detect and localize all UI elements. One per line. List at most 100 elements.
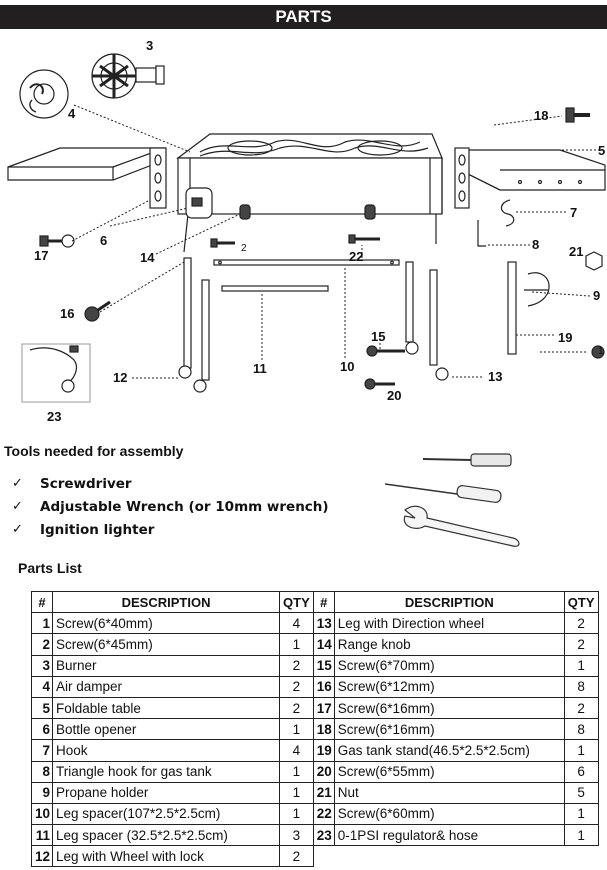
callout-19: 19 xyxy=(558,330,572,345)
air-damper xyxy=(19,69,69,119)
part-description: Triangle hook for gas tank xyxy=(52,760,281,783)
part-number: 16 xyxy=(312,675,335,698)
col-header-description: DESCRIPTION xyxy=(52,590,281,614)
part-number: 7 xyxy=(30,739,54,762)
check-icon: ✓ xyxy=(12,499,23,514)
wrench-icon xyxy=(403,505,520,547)
part-qty: 8 xyxy=(563,718,599,741)
screws xyxy=(39,107,605,390)
table-header-row: # DESCRIPTION QTY # DESCRIPTION QTY xyxy=(30,590,599,614)
part-number: 12 xyxy=(30,845,54,868)
tools-heading: Tools needed for assembly xyxy=(4,443,184,459)
parts-table: # DESCRIPTION QTY # DESCRIPTION QTY 1 Sc… xyxy=(30,590,599,868)
part-description: Hook xyxy=(52,739,281,762)
callout-18: 18 xyxy=(534,108,548,123)
tools-list: ✓ Screwdriver ✓ Adjustable Wrench (or 10mm… xyxy=(12,472,329,541)
part-number: 8 xyxy=(30,760,54,783)
table-row: 9 Propane holder 1 21 Nut 5 xyxy=(30,781,599,804)
tool-item: ✓Ignition lighter xyxy=(12,518,329,541)
col-header-qty: QTY xyxy=(563,590,599,614)
part-description: Screw(6*70mm) xyxy=(333,654,565,677)
part-qty: 1 xyxy=(563,824,599,847)
part-number: 10 xyxy=(30,802,54,826)
part-number: 15 xyxy=(312,654,335,677)
part-qty: 1 xyxy=(279,633,314,656)
part-number: 1 xyxy=(30,612,54,635)
callout-12: 12 xyxy=(113,370,127,385)
hook xyxy=(500,199,515,227)
callout-15: 15 xyxy=(371,329,385,344)
col-header-num: # xyxy=(312,590,335,614)
tool-item-label: Adjustable Wrench (or 10mm wrench) xyxy=(40,498,329,515)
col-header-description: DESCRIPTION xyxy=(333,590,565,614)
table-row: 6 Bottle opener 1 18 Screw(6*16mm) 8 xyxy=(30,718,599,741)
part-description: 0-1PSI regulator& hose xyxy=(333,824,565,847)
part-description: Range knob xyxy=(333,633,565,656)
part-description: Screw(6*60mm) xyxy=(333,802,565,826)
part-description: Foldable table xyxy=(52,696,281,720)
bottle-opener xyxy=(185,187,213,219)
part-number: 4 xyxy=(30,675,54,698)
part-description: Screw(6*40mm) xyxy=(52,612,281,635)
tool-item: ✓ Adjustable Wrench (or 10mm wrench) xyxy=(12,495,329,518)
parts-list-heading: Parts List xyxy=(18,560,82,576)
part-description: Burner xyxy=(52,654,281,677)
part-qty: 2 xyxy=(279,654,314,677)
table-row: 12 Leg with Wheel with lock 2 xyxy=(30,845,599,868)
nut xyxy=(585,251,603,271)
page-title-bar: PARTS xyxy=(0,5,607,29)
right-foldable-table xyxy=(454,147,606,209)
leg-spacers xyxy=(213,259,400,292)
callout-16: 16 xyxy=(60,306,74,321)
part-qty: 1 xyxy=(279,760,314,783)
callout-2: 2 xyxy=(241,243,247,254)
callout-21: 21 xyxy=(569,244,583,259)
part-description: Leg spacer (32.5*2.5*2.5cm) xyxy=(52,824,281,847)
part-number: 21 xyxy=(312,781,335,804)
col-header-qty: QTY xyxy=(279,590,314,614)
check-icon: ✓ xyxy=(12,522,23,537)
callout-10: 10 xyxy=(340,359,354,374)
part-number: 23 xyxy=(312,824,335,847)
part-description: Leg spacer(107*2.5*2.5cm) xyxy=(52,802,281,826)
part-qty: 4 xyxy=(279,739,314,762)
burner xyxy=(91,53,165,99)
table-row: 1 Screw(6*40mm) 4 13 Leg with Direction … xyxy=(30,612,599,635)
part-description: Nut xyxy=(333,781,565,804)
callout-17: 17 xyxy=(34,248,48,263)
tool-item-label: Screwdriver xyxy=(40,475,132,492)
part-number: 18 xyxy=(312,718,335,741)
part-number: 5 xyxy=(30,696,54,720)
callout-23: 23 xyxy=(47,409,61,424)
table-row: 7 Hook 4 19 Gas tank stand(46.5*2.5*2.5c… xyxy=(30,739,599,762)
part-description: Leg with Direction wheel xyxy=(333,612,565,635)
part-description: Screw(6*16mm) xyxy=(333,696,565,720)
table-row: 2 Screw(6*45mm) 1 14 Range knob 2 xyxy=(30,633,599,656)
part-description: Air damper xyxy=(52,675,281,698)
part-qty: 2 xyxy=(279,696,314,720)
col-header-num: # xyxy=(30,590,54,614)
callout-1: 1 xyxy=(598,346,604,357)
part-number: 11 xyxy=(30,824,54,847)
table-row: 8 Triangle hook for gas tank 1 20 Screw(… xyxy=(30,760,599,783)
regulator-hose xyxy=(21,343,91,403)
part-qty: 3 xyxy=(279,824,314,847)
part-description: Screw(6*12mm) xyxy=(333,675,565,698)
callout-20: 20 xyxy=(387,388,401,403)
part-qty: 8 xyxy=(563,675,599,698)
check-icon: ✓ xyxy=(12,476,23,491)
callout-9: 9 xyxy=(593,288,600,303)
callout-5: 5 xyxy=(598,143,605,158)
part-number: 19 xyxy=(312,739,335,762)
table-row: 4 Air damper 2 16 Screw(6*12mm) 8 xyxy=(30,675,599,698)
part-number: 2 xyxy=(30,633,54,656)
part-qty: 2 xyxy=(563,612,599,635)
callout-7: 7 xyxy=(570,205,577,220)
callout-11: 11 xyxy=(253,361,267,376)
screwdriver-icon xyxy=(384,483,502,503)
callout-13: 13 xyxy=(488,369,502,384)
legs-with-wheels xyxy=(178,257,449,393)
part-description: Leg with Wheel with lock xyxy=(52,845,281,868)
page-title: PARTS xyxy=(275,7,332,26)
part-qty: 1 xyxy=(279,802,314,826)
